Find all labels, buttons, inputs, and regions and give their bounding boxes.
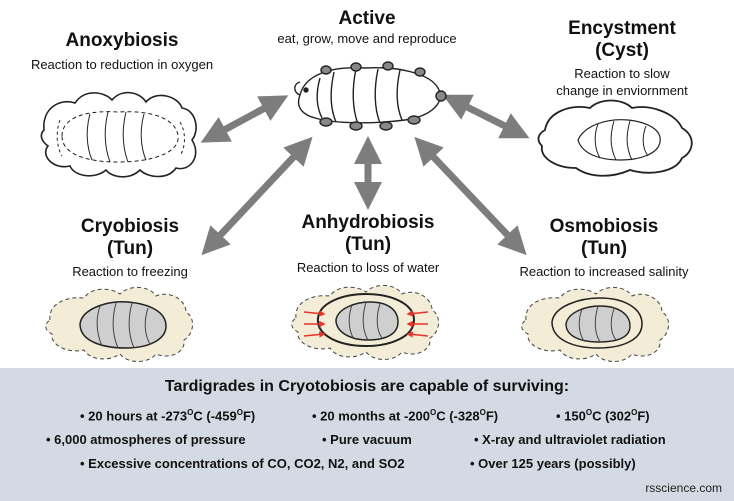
fact-20-hours-a: • 20 hours at -273 bbox=[80, 408, 188, 424]
degree-sign: O bbox=[479, 408, 486, 417]
fact-20-months-a: • 20 months at -200 bbox=[312, 408, 430, 424]
osmobiosis-tun-icon bbox=[521, 287, 669, 362]
arrow-active-osmobiosis bbox=[414, 136, 527, 256]
anoxybiosis-subtitle: Reaction to reduction in oxygen bbox=[30, 57, 214, 72]
fact-20-hours-c: F) bbox=[242, 408, 256, 424]
active-label: Active eat, grow, move and reproduce bbox=[234, 8, 500, 47]
degree-sign: O bbox=[585, 408, 593, 417]
fact-125-years: • Over 125 years (possibly) bbox=[470, 456, 636, 471]
anhydrobiosis-label: Anhydrobiosis (Tun) Reaction to loss of … bbox=[258, 212, 478, 276]
encystment-title-2: (Cyst) bbox=[595, 40, 649, 61]
fact-vacuum: • Pure vacuum bbox=[322, 432, 412, 447]
degree-sign: O bbox=[429, 408, 437, 417]
osmobiosis-subtitle: Reaction to increased salinity bbox=[519, 264, 689, 279]
fact-20-hours: • 20 hours at -273OC (-459OF) bbox=[80, 408, 255, 423]
anhydrobiosis-tun-icon bbox=[291, 285, 439, 360]
fact-150c-c: F) bbox=[637, 408, 650, 424]
anoxybiosis-tardigrade-icon bbox=[40, 91, 197, 178]
active-subtitle: eat, grow, move and reproduce bbox=[277, 31, 457, 46]
active-title: Active bbox=[338, 8, 396, 29]
arrow-active-anoxybiosis bbox=[200, 95, 289, 143]
fact-150c-b: C (302 bbox=[592, 408, 632, 424]
fact-concentrations: • Excessive concentrations of CO, CO2, N… bbox=[80, 456, 405, 471]
anoxybiosis-label: Anoxybiosis Reaction to reduction in oxy… bbox=[0, 30, 244, 73]
survival-panel: Tardigrades in Cryotobiosis are capable … bbox=[0, 368, 734, 501]
osmobiosis-title-2: (Tun) bbox=[580, 238, 628, 259]
fact-20-months-c: F) bbox=[485, 408, 499, 424]
cyst-tardigrade-icon bbox=[537, 99, 693, 177]
fact-20-months: • 20 months at -200OC (-328OF) bbox=[312, 408, 498, 423]
degree-sign: O bbox=[631, 408, 638, 417]
encystment-subtitle: Reaction to slow bbox=[574, 66, 670, 81]
degree-sign: O bbox=[236, 408, 243, 417]
anhydrobiosis-title-2: (Tun) bbox=[344, 234, 392, 255]
fact-radiation: • X-ray and ultraviolet radiation bbox=[474, 432, 666, 447]
cryobiosis-label: Cryobiosis (Tun) Reaction to freezing bbox=[20, 216, 240, 280]
encystment-subtitle-2: change in enviornment bbox=[556, 83, 688, 98]
encystment-label: Encystment (Cyst) Reaction to slow chang… bbox=[510, 18, 734, 99]
panel-title: Tardigrades in Cryotobiosis are capable … bbox=[164, 378, 570, 395]
lifecycle-diagram bbox=[40, 61, 693, 362]
fact-150c-a: • 150 bbox=[556, 408, 586, 424]
arrow-active-encystment bbox=[442, 94, 530, 139]
active-tardigrade-icon bbox=[294, 61, 447, 131]
cryobiosis-title-2: (Tun) bbox=[106, 238, 154, 259]
cryobiosis-subtitle: Reaction to freezing bbox=[72, 264, 188, 279]
cryobiosis-title: Cryobiosis bbox=[80, 216, 180, 237]
arrow-active-cryobiosis bbox=[201, 136, 313, 256]
fact-20-months-b: C (-328 bbox=[436, 408, 480, 424]
anhydrobiosis-subtitle: Reaction to loss of water bbox=[296, 260, 440, 275]
source-credit: rsscience.com bbox=[645, 481, 722, 495]
fact-20-hours-b: C (-459 bbox=[193, 408, 237, 424]
osmobiosis-title: Osmobiosis bbox=[549, 216, 659, 237]
fact-pressure: • 6,000 atmospheres of pressure bbox=[46, 432, 246, 447]
degree-sign: O bbox=[187, 408, 194, 417]
encystment-title: Encystment bbox=[568, 18, 676, 39]
anoxybiosis-title: Anoxybiosis bbox=[65, 30, 179, 51]
fact-150c: • 150OC (302OF) bbox=[556, 408, 650, 423]
cryobiosis-tun-icon bbox=[45, 287, 193, 362]
osmobiosis-label: Osmobiosis (Tun) Reaction to increased s… bbox=[494, 216, 714, 280]
anhydrobiosis-title: Anhydrobiosis bbox=[301, 212, 435, 233]
